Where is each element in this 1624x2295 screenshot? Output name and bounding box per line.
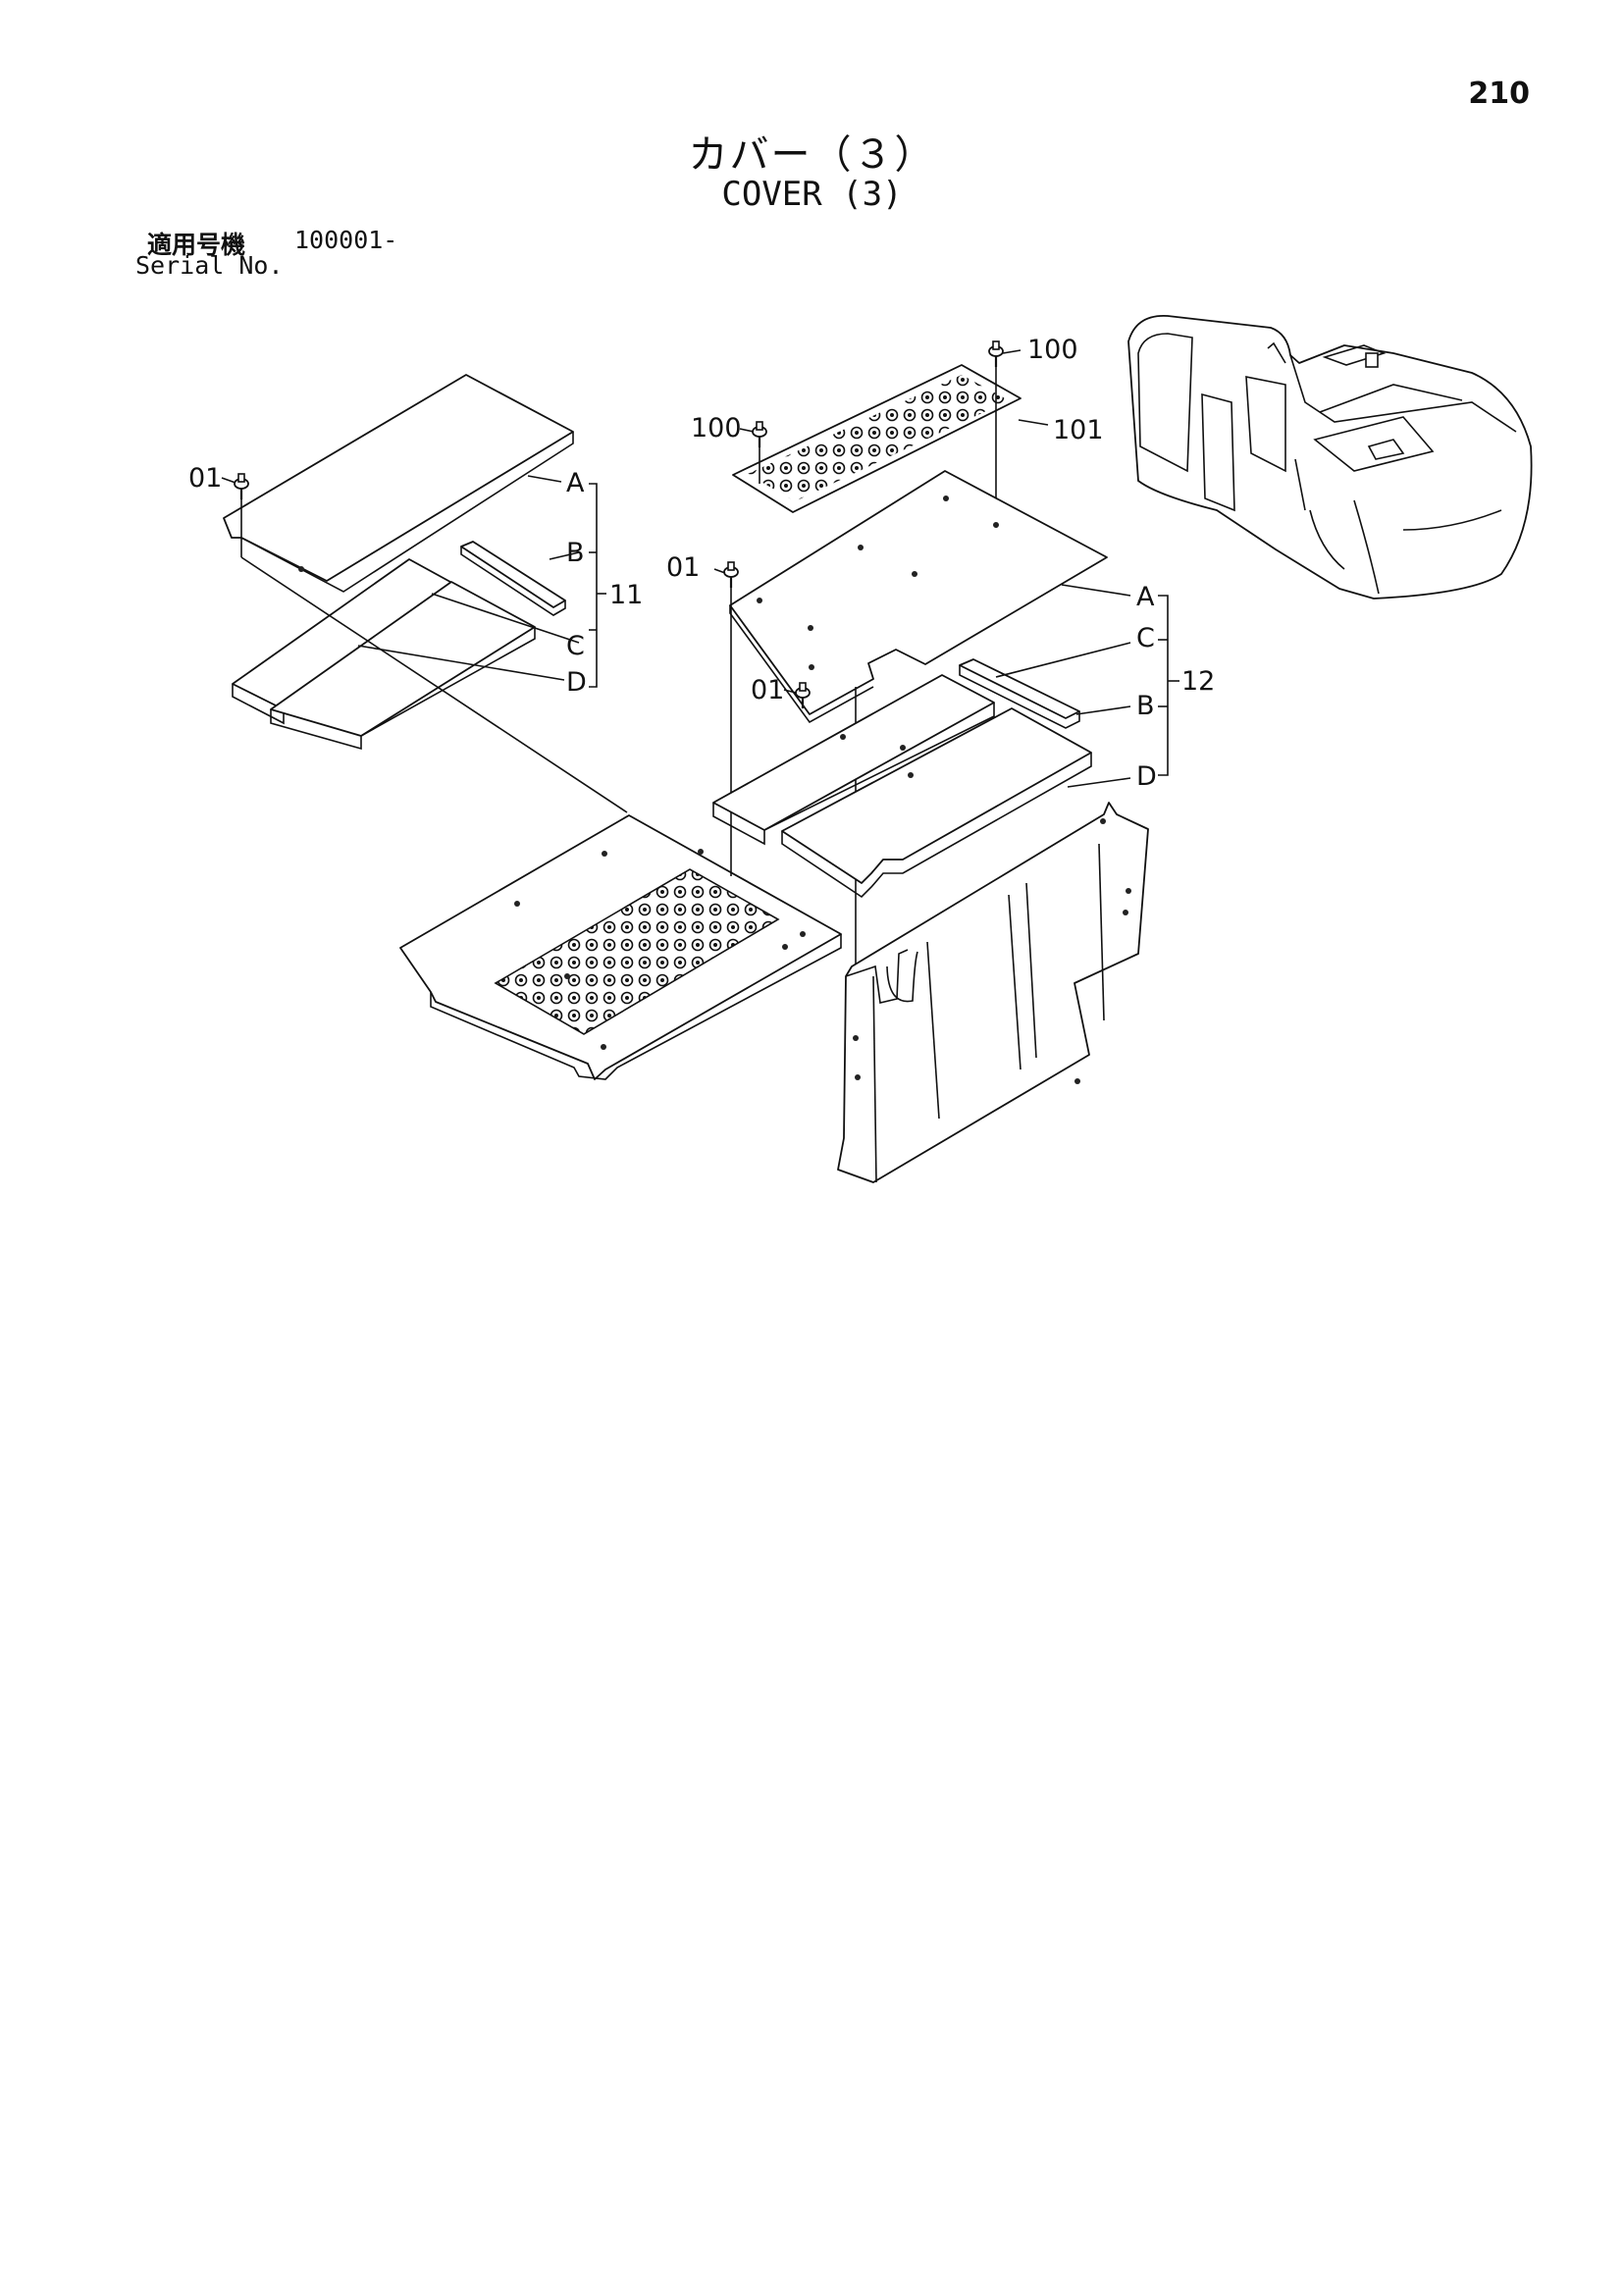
callout-left-assembly: 11: [609, 580, 643, 610]
callout-top-bolt-left: 100: [691, 413, 742, 443]
callout-left-bolt: 01: [188, 463, 222, 494]
callout-right-c: C: [1136, 623, 1155, 653]
left-cover-group: 01 A B C D 11: [188, 374, 842, 1080]
right-cover-group: 01 01 A C B D 12: [666, 470, 1215, 976]
right-cover-plate-a: [729, 470, 1108, 715]
callout-right-b: B: [1136, 691, 1155, 721]
side-cover-panel: [837, 802, 1149, 1183]
page-title-japanese: カバー（３）: [688, 132, 936, 178]
excavator-icon: [1127, 315, 1533, 600]
callout-mid-bolt-upper: 01: [666, 552, 700, 583]
right-board-d: [781, 707, 1092, 884]
bolt-icon: [987, 339, 1005, 369]
top-plate-group: 100 100 101: [691, 335, 1104, 532]
callout-right-a: A: [1136, 582, 1155, 612]
callout-right-assembly: 12: [1181, 666, 1215, 697]
callout-top-bolt-right: 100: [1027, 335, 1078, 365]
page-title-english: COVER (3): [721, 175, 903, 214]
callout-top-plate: 101: [1053, 415, 1104, 445]
bolt-icon: [233, 472, 250, 501]
left-cover-plate-a: [223, 374, 574, 582]
callout-left-c: C: [566, 631, 585, 661]
callout-mid-bolt-lower: 01: [751, 675, 784, 705]
callout-left-a: A: [566, 468, 585, 498]
bolt-icon: [751, 420, 768, 449]
callout-right-d: D: [1136, 761, 1157, 792]
serial-label-japanese: 適用号機: [147, 231, 246, 259]
bolt-icon: [722, 560, 740, 590]
serial-number-value: 100001-: [294, 226, 398, 254]
callout-left-b: B: [566, 538, 585, 568]
callout-left-d: D: [566, 667, 587, 698]
page-number: 210: [1468, 77, 1530, 111]
serial-label-english: Serial No.: [135, 251, 284, 280]
left-perforated-panel: [494, 868, 780, 1035]
side-panel: [837, 802, 1149, 1183]
